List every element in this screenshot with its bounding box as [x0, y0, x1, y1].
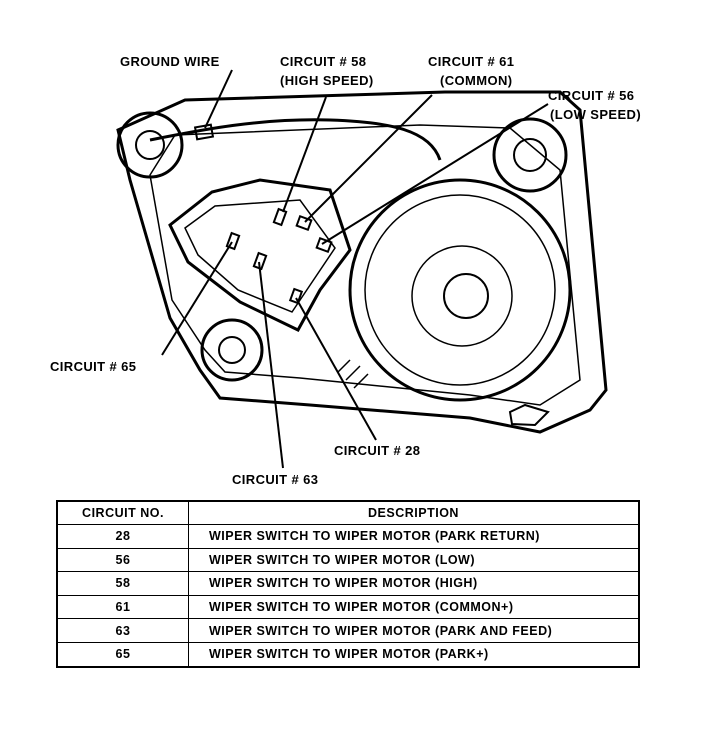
terminal-61	[295, 214, 313, 232]
cell-circuit: 61	[56, 594, 189, 620]
terminal-63	[252, 251, 268, 271]
cell-description: WIPER SWITCH TO WIPER MOTOR (PARK AND FE…	[188, 618, 640, 643]
label-circuit-58-desc: (HIGH SPEED)	[280, 73, 374, 88]
cell-description: WIPER SWITCH TO WIPER MOTOR (COMMON+)	[188, 594, 640, 620]
cell-circuit: 56	[56, 547, 189, 573]
cell-description: WIPER SWITCH TO WIPER MOTOR (PARK RETURN…	[188, 524, 640, 549]
terminal-56	[315, 236, 333, 254]
label-ground-wire: GROUND WIRE	[120, 54, 220, 69]
mounting-plate	[116, 90, 608, 434]
label-circuit-56-desc: (LOW SPEED)	[550, 107, 641, 122]
label-circuit-65: CIRCUIT # 65	[50, 359, 136, 374]
cell-description: WIPER SWITCH TO WIPER MOTOR (HIGH)	[188, 571, 640, 596]
table-row: 28 WIPER SWITCH TO WIPER MOTOR (PARK RET…	[56, 524, 640, 549]
mount-boss-top-left	[116, 111, 184, 179]
cell-circuit: 28	[56, 524, 189, 549]
ground-wire-clip	[193, 123, 215, 141]
cell-description: WIPER SWITCH TO WIPER MOTOR (LOW)	[188, 547, 640, 573]
label-circuit-63: CIRCUIT # 63	[232, 472, 318, 487]
mount-boss-bottom-left	[200, 318, 264, 382]
cell-description: WIPER SWITCH TO WIPER MOTOR (PARK+)	[188, 641, 640, 668]
label-circuit-28: CIRCUIT # 28	[334, 443, 420, 458]
cell-circuit: 65	[56, 641, 189, 668]
label-circuit-61: CIRCUIT # 61	[428, 54, 514, 69]
circuit-table: CIRCUIT NO. DESCRIPTION 28 WIPER SWITCH …	[56, 500, 640, 668]
table-row: 65 WIPER SWITCH TO WIPER MOTOR (PARK+)	[56, 641, 640, 668]
header-circuit-no: CIRCUIT NO.	[56, 500, 189, 525]
terminal-28	[288, 287, 304, 305]
mount-boss-top-right	[492, 117, 568, 193]
header-description: DESCRIPTION	[188, 500, 640, 525]
connector-inner	[184, 199, 336, 313]
table-row: 56 WIPER SWITCH TO WIPER MOTOR (LOW)	[56, 547, 640, 573]
connector-block	[168, 178, 352, 332]
label-circuit-56: CIRCUIT # 56	[548, 88, 634, 103]
label-circuit-58: CIRCUIT # 58	[280, 54, 366, 69]
leader-lines	[161, 69, 549, 469]
wiper-motor-diagram: GROUND WIRE CIRCUIT # 58 (HIGH SPEED) CI…	[50, 54, 641, 487]
mounting-plate-inner	[149, 124, 581, 406]
terminal-58	[272, 207, 288, 227]
motor-housing	[348, 178, 572, 402]
table-row: 58 WIPER SWITCH TO WIPER MOTOR (HIGH)	[56, 571, 640, 596]
terminal-65	[225, 231, 241, 251]
table-header-row: CIRCUIT NO. DESCRIPTION	[56, 500, 640, 525]
cell-circuit: 63	[56, 618, 189, 643]
gearbox-hatching	[337, 359, 369, 389]
label-circuit-61-desc: (COMMON)	[440, 73, 513, 88]
table-row: 61 WIPER SWITCH TO WIPER MOTOR (COMMON+)	[56, 594, 640, 620]
motor-strap	[508, 403, 550, 427]
table-row: 63 WIPER SWITCH TO WIPER MOTOR (PARK AND…	[56, 618, 640, 643]
cell-circuit: 58	[56, 571, 189, 596]
